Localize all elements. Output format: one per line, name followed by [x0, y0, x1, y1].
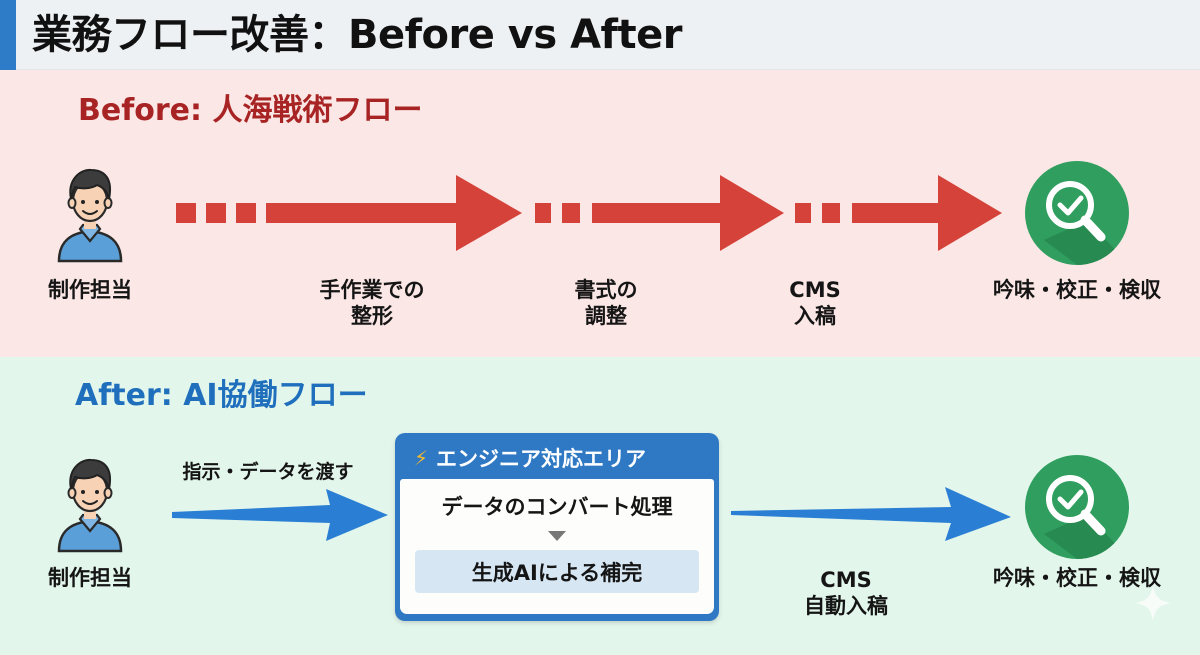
red-arrow-icon — [852, 175, 1002, 251]
before-end-label: 吟味・校正・検収 — [993, 278, 1161, 302]
engineer-area-title: エンジニア対応エリア — [436, 447, 647, 471]
blue-arrow-icon — [172, 489, 388, 541]
step-label: CMS 入稿 — [789, 278, 841, 328]
ai-completion-step: 生成AIによる補完 — [415, 550, 699, 593]
after-actor-label: 制作担当 — [48, 566, 132, 590]
dash-segment — [795, 203, 811, 223]
person-icon — [57, 458, 123, 553]
dash-segment — [535, 203, 551, 223]
header: 業務フロー改善：Before vs After — [0, 0, 1200, 70]
red-arrow-icon — [266, 175, 522, 251]
dash-segment — [562, 203, 580, 223]
convert-step: データのコンバート処理 — [441, 495, 673, 519]
dash-segment — [206, 203, 226, 223]
after-end-label: 吟味・校正・検収 — [993, 566, 1161, 590]
after-title: After: AI協働フロー — [75, 378, 368, 413]
before-actor-label: 制作担当 — [48, 278, 132, 302]
step-label: 手作業での 整形 — [319, 278, 425, 328]
header-accent-bar — [0, 0, 16, 70]
dash-segment — [236, 203, 256, 223]
cms-auto-label: CMS 自動入稿 — [804, 568, 888, 618]
before-title: Before: 人海戦術フロー — [78, 93, 423, 128]
person-icon — [57, 168, 123, 263]
down-triangle-icon — [548, 531, 566, 541]
magnifier-check-icon — [1025, 161, 1129, 265]
dash-segment — [822, 203, 840, 223]
engineer-area-box: ⚡ エンジニア対応エリア データのコンバート処理 生成AIによる補完 — [395, 433, 719, 621]
dash-segment — [176, 203, 196, 223]
before-section: Before: 人海戦術フロー 制作担当 手作業での 整形 書式の 調整 — [0, 70, 1200, 357]
handoff-label: 指示・データを渡す — [182, 461, 354, 483]
after-section: After: AI協働フロー 制作担当 指示・データを渡す ⚡ エンジニア対応エ… — [0, 357, 1200, 655]
sparkle-icon — [1135, 585, 1171, 621]
lightning-icon: ⚡ — [414, 446, 429, 470]
page-title: 業務フロー改善：Before vs After — [32, 12, 682, 58]
engineer-area-header: ⚡ エンジニア対応エリア — [400, 437, 714, 479]
blue-arrow-icon — [731, 487, 1011, 541]
magnifier-check-icon — [1025, 455, 1129, 559]
step-label: 書式の 調整 — [574, 278, 638, 328]
engineer-area-body: データのコンバート処理 生成AIによる補完 — [400, 479, 714, 614]
red-arrow-icon — [592, 175, 784, 251]
